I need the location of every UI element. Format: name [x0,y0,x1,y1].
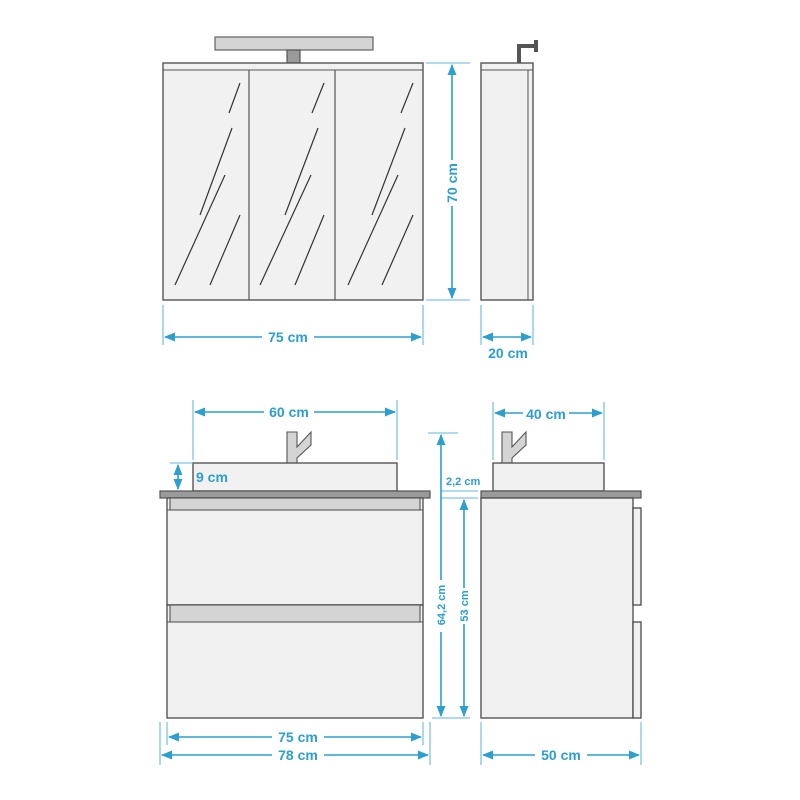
countertop [159,490,431,499]
mirror-width-label: 75 cm [268,329,308,345]
vanity-side [480,430,642,719]
mirror-cabinet-front [162,36,424,301]
basin-width-label: 60 cm [269,404,309,420]
basin-depth-label: 40 cm [526,406,566,422]
total-height-label: 64,2 cm [436,585,448,626]
basin [192,462,398,492]
mirror-cabinet-side [480,40,538,301]
cabinet-height-label: 53 cm [459,590,471,621]
light-stem [286,49,301,64]
mirror-height-label: 70 cm [444,163,460,203]
mirror-reflection-lines [174,82,414,286]
vanity-depth-label: 50 cm [541,747,581,763]
light-bar [214,36,374,51]
countertop-thickness-label: 2,2 cm [446,476,480,488]
vanity-front [159,430,431,719]
countertop-width-label: 78 cm [278,747,318,763]
faucet [286,430,312,464]
mirror-depth-label: 20 cm [488,345,528,361]
basin-height-label: 9 cm [196,469,228,485]
cabinet-width-label: 75 cm [278,729,318,745]
